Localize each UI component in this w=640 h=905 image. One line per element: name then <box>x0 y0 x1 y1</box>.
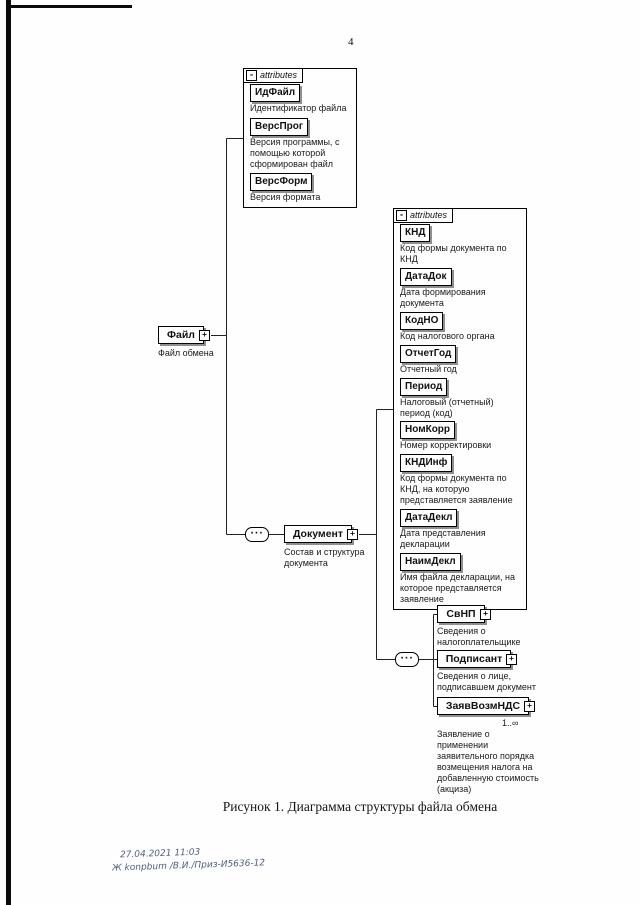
expand-icon: + <box>347 529 358 540</box>
attribute-period: Период <box>400 378 448 396</box>
expand-icon: + <box>480 609 491 620</box>
attribute-versform: ВерсФорм <box>250 173 313 191</box>
element-svnp: СвНП + <box>437 605 491 623</box>
element-podpisant-annotation: Сведения о лице, подписавшем документ <box>437 671 537 692</box>
occurrence-indicator: 1..∞ <box>502 718 519 728</box>
element-svnp-annotation: Сведения о налогоплательщике <box>437 626 521 647</box>
attribute-naimdekl: НаимДекл <box>400 553 461 571</box>
attribute-kodno-annotation: Код налогового органа <box>400 331 495 341</box>
attribute-period-annotation: Налоговый (отчетный) период (код) <box>400 397 494 418</box>
element-document: Документ + <box>284 525 358 543</box>
attribute-knd-annotation: Код формы документа по КНД <box>400 243 507 264</box>
attributes-header: - attributes <box>243 68 304 83</box>
expand-icon: + <box>524 701 535 712</box>
expand-icon: + <box>199 330 210 341</box>
attribute-naimdekl-annotation: Имя файла декларации, на которое предста… <box>400 572 515 604</box>
collapse-icon: - <box>396 210 407 221</box>
attribute-nomkorr-annotation: Номер корректировки <box>400 440 492 450</box>
attribute-versprog: ВерсПрог <box>250 118 309 136</box>
sequence-icon: ··· <box>395 652 419 667</box>
attribute-idfile: ИдФайл <box>250 84 301 102</box>
attributes-label: attributes <box>260 70 298 80</box>
attribute-kndinf: КНДИнф <box>400 454 453 472</box>
attribute-datadok-annotation: Дата формирования документа <box>400 287 486 308</box>
element-zayavvozmnds: ЗаявВозмНДС + <box>437 697 535 715</box>
page-number: 4 <box>348 36 354 48</box>
attribute-datadekl: ДатаДекл <box>400 509 458 527</box>
file-attributes-container: - attributes <box>243 68 357 208</box>
sequence-icon: ··· <box>245 527 269 542</box>
element-file-annotation: Файл обмена <box>158 348 214 358</box>
element-document-label: Документ <box>292 528 344 540</box>
expand-icon: + <box>506 654 517 665</box>
element-zayavvozmnds-annotation: Заявление о применении заявительного пор… <box>437 729 539 794</box>
stamp-date: 27.04.2021 11:03 <box>119 847 201 861</box>
attribute-idfile-annotation: Идентификатор файла <box>250 103 347 113</box>
attribute-kodno: КодНО <box>400 312 444 330</box>
attribute-kndinf-annotation: Код формы документа по КНД, на которую п… <box>400 473 513 505</box>
element-podpisant: Подписант + <box>437 650 517 668</box>
scan-top-artifact <box>6 5 132 8</box>
stamp-registration: Ж konpbum /В.И./Приз-И5636-12 <box>111 858 266 874</box>
element-file-label: Файл <box>167 329 195 341</box>
collapse-icon: - <box>246 70 257 81</box>
figure-caption: Рисунок 1. Диаграмма структуры файла обм… <box>222 799 498 814</box>
attributes-header: - attributes <box>393 208 454 223</box>
attributes-label: attributes <box>410 210 448 220</box>
attribute-versform-annotation: Версия формата <box>250 192 321 202</box>
attribute-otchetgod: ОтчетГод <box>400 345 457 363</box>
element-file: Файл + <box>158 326 210 344</box>
element-zayavvozmnds-label: ЗаявВозмНДС <box>445 700 521 712</box>
attribute-knd: КНД <box>400 224 431 242</box>
attribute-otchetgod-annotation: Отчетный год <box>400 364 457 374</box>
element-document-annotation: Состав и структура документа <box>284 547 365 568</box>
element-svnp-label: СвНП <box>446 608 476 620</box>
attribute-nomkorr: НомКорр <box>400 421 456 439</box>
attribute-versprog-annotation: Версия программы, с помощью которой сфор… <box>250 137 340 169</box>
attribute-datadok: ДатаДок <box>400 268 452 286</box>
scan-edge-artifact <box>6 0 11 905</box>
attribute-datadekl-annotation: Дата представления декларации <box>400 528 486 549</box>
element-podpisant-label: Подписант <box>445 653 503 665</box>
